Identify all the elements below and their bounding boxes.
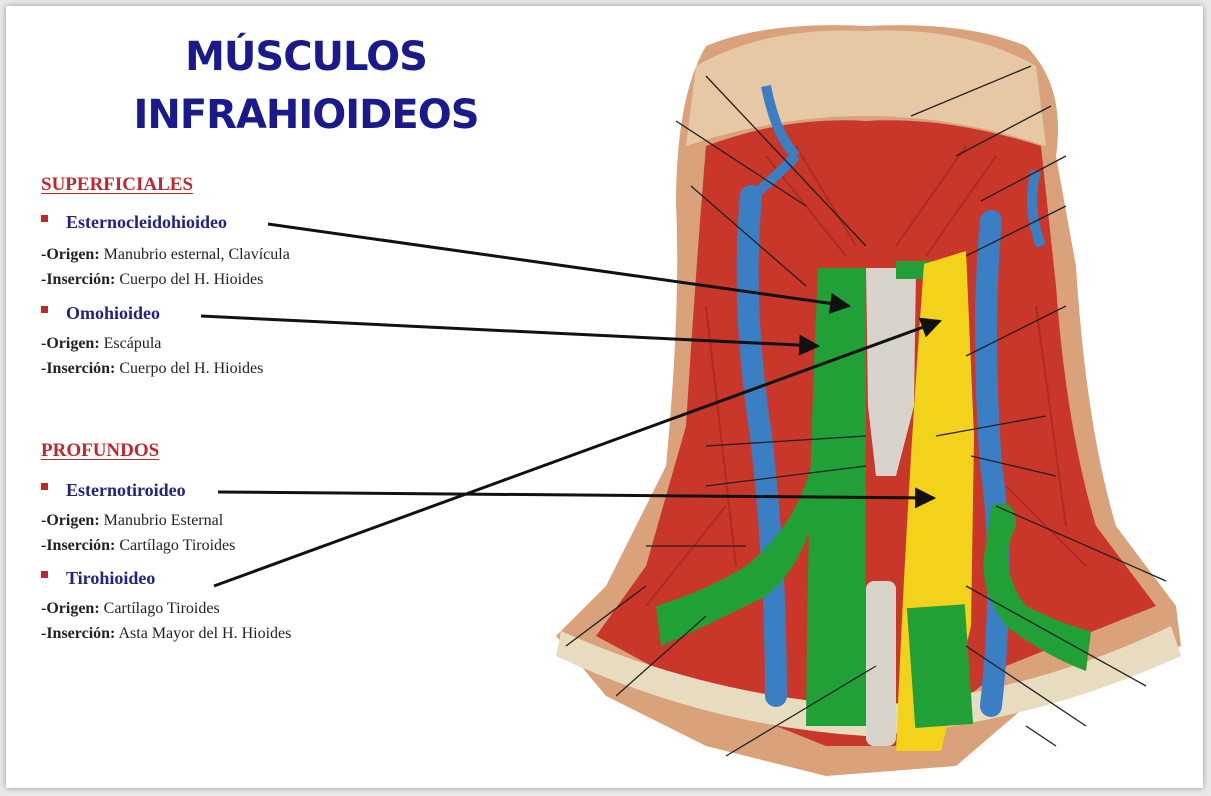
origin-label: -Origen: [41, 600, 100, 617]
insertion-line: -Inserción: Cuerpo del H. Hioides [41, 360, 263, 378]
muscle-name-label: Tirohioideo [66, 568, 155, 588]
muscle-name-esternocleidohioideo: Esternocleidohioideo [41, 212, 227, 233]
insertion-label: -Inserción: [41, 625, 115, 642]
origin-value: Manubrio esternal, Clavícula [104, 246, 290, 263]
title-line-1: MÚSCULOS [116, 28, 496, 86]
origin-line: -Origen: Manubrio Esternal [41, 512, 223, 530]
trachea [866, 581, 896, 746]
slide-card: MÚSCULOS INFRAHIOIDEOS SUPERFICIALES Est… [6, 6, 1203, 788]
muscle-name-tirohioideo: Tirohioideo [41, 568, 155, 589]
title-line-2: INFRAHIOIDEOS [116, 86, 496, 144]
insertion-value: Cuerpo del H. Hioides [119, 360, 263, 377]
origin-line: -Origen: Cartílago Tiroides [41, 600, 220, 618]
origin-value: Manubrio Esternal [104, 512, 224, 529]
muscle-name-esternotiroideo: Esternotiroideo [41, 480, 186, 501]
section-heading-superficiales: SUPERFICIALES [41, 174, 193, 196]
lower-green-strap [907, 604, 973, 728]
insertion-value: Asta Mayor del H. Hioides [119, 625, 292, 642]
insertion-line: -Inserción: Asta Mayor del H. Hioides [41, 625, 291, 643]
origin-value: Escápula [104, 335, 162, 352]
page-title: MÚSCULOS INFRAHIOIDEOS [116, 28, 496, 144]
insertion-line: -Inserción: Cuerpo del H. Hioides [41, 271, 263, 289]
bullet-icon [41, 215, 48, 222]
bullet-icon [41, 306, 48, 313]
origin-label: -Origen: [41, 335, 100, 352]
origin-line: -Origen: Manubrio esternal, Clavícula [41, 246, 290, 264]
muscle-name-omohioideo: Omohioideo [41, 303, 160, 324]
insertion-label: -Inserción: [41, 537, 115, 554]
muscle-name-label: Esternocleidohioideo [66, 212, 227, 232]
bullet-icon [41, 483, 48, 490]
right-jugular-vein [986, 221, 999, 706]
insertion-line: -Inserción: Cartílago Tiroides [41, 537, 235, 555]
origin-value: Cartílago Tiroides [104, 600, 220, 617]
insertion-value: Cartílago Tiroides [119, 537, 235, 554]
muscle-name-label: Omohioideo [66, 303, 160, 323]
section-heading-profundos: PROFUNDOS [41, 440, 159, 462]
bullet-icon [41, 571, 48, 578]
origin-line: -Origen: Escápula [41, 335, 161, 353]
muscle-name-label: Esternotiroideo [66, 480, 186, 500]
origin-label: -Origen: [41, 512, 100, 529]
origin-label: -Origen: [41, 246, 100, 263]
insertion-value: Cuerpo del H. Hioides [119, 271, 263, 288]
insertion-label: -Inserción: [41, 271, 115, 288]
insertion-label: -Inserción: [41, 360, 115, 377]
